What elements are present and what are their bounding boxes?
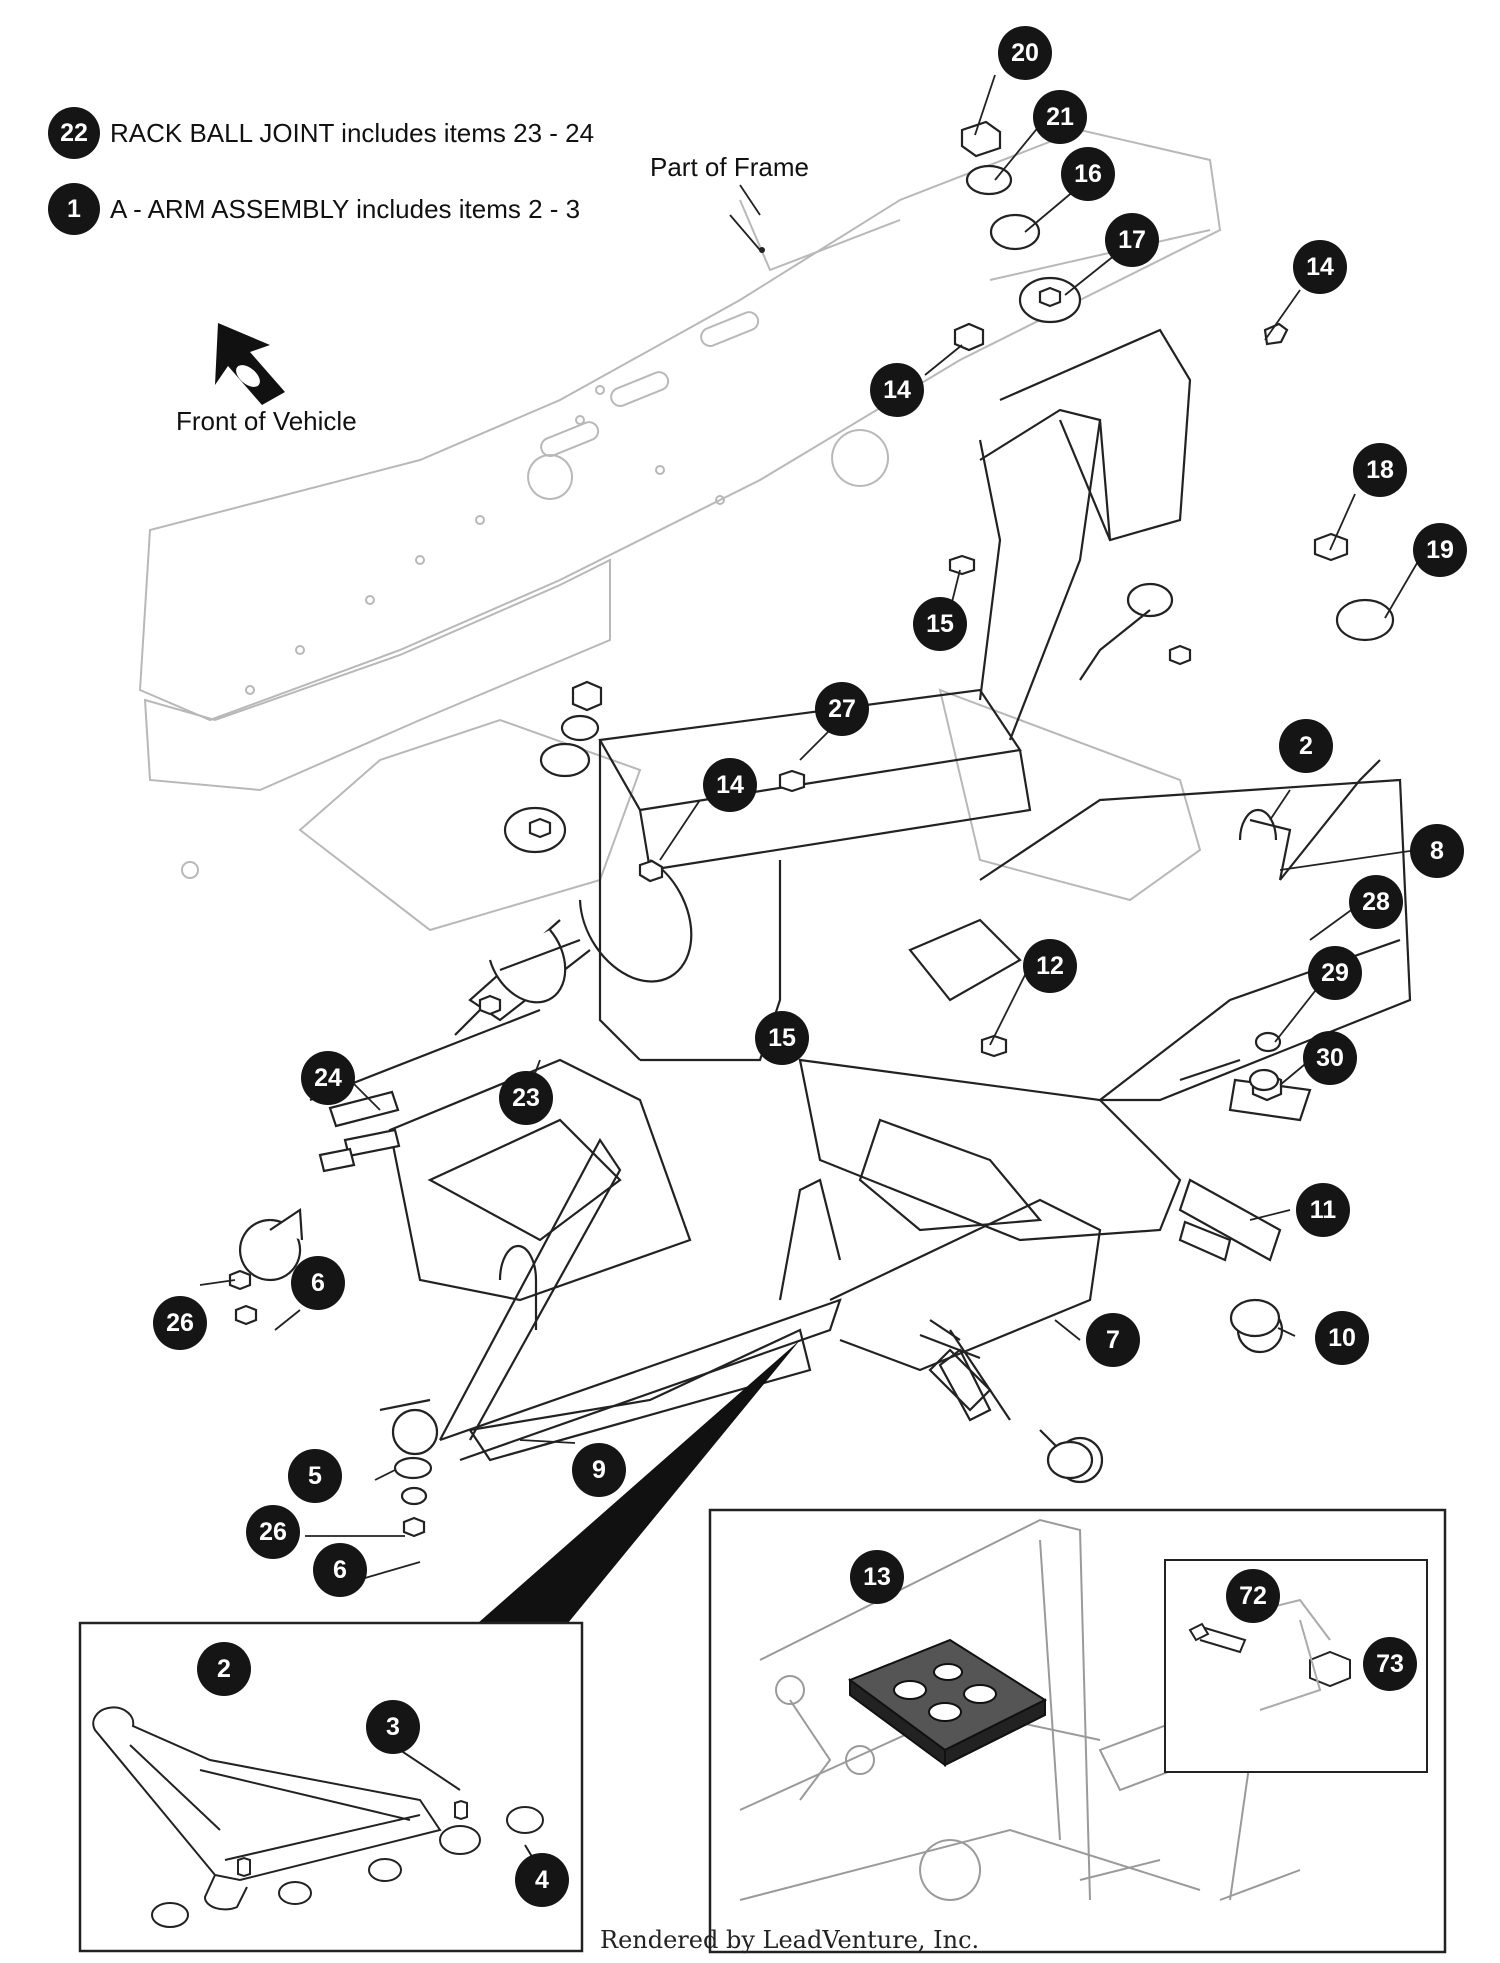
callout-28: 28 xyxy=(1349,875,1403,929)
svg-text:6: 6 xyxy=(333,1556,347,1584)
callout-24: 24 xyxy=(301,1051,355,1105)
svg-text:28: 28 xyxy=(1362,888,1390,916)
callout-10: 10 xyxy=(1315,1311,1369,1365)
callout-14a: 14 xyxy=(1293,240,1347,294)
battery-tray xyxy=(847,1638,1048,1767)
callout-17: 17 xyxy=(1105,213,1159,267)
svg-text:14: 14 xyxy=(716,771,744,799)
callout-21: 21 xyxy=(1033,90,1087,144)
hardware-parts xyxy=(228,120,1395,1538)
callout-15a: 15 xyxy=(913,597,967,651)
svg-text:12: 12 xyxy=(1036,952,1064,980)
callout-14c: 14 xyxy=(703,758,757,812)
svg-text:20: 20 xyxy=(1011,39,1039,67)
svg-text:16: 16 xyxy=(1074,160,1102,188)
svg-text:5: 5 xyxy=(308,1462,322,1490)
svg-text:2: 2 xyxy=(217,1655,231,1683)
callout-11: 11 xyxy=(1296,1183,1350,1237)
svg-text:8: 8 xyxy=(1430,837,1444,865)
callout-26b: 26 xyxy=(246,1505,300,1559)
front-of-vehicle-label: Front of Vehicle xyxy=(176,406,357,436)
callout-18: 18 xyxy=(1353,443,1407,497)
svg-text:10: 10 xyxy=(1328,1324,1356,1352)
callout-9: 9 xyxy=(572,1443,626,1497)
callout-23: 23 xyxy=(499,1071,553,1125)
svg-text:26: 26 xyxy=(166,1309,194,1337)
callout-30: 30 xyxy=(1303,1031,1357,1085)
callout-3: 3 xyxy=(366,1700,420,1754)
svg-text:4: 4 xyxy=(535,1866,549,1894)
callout-20: 20 xyxy=(998,26,1052,80)
svg-text:18: 18 xyxy=(1366,456,1394,484)
legend-text: A - ARM ASSEMBLY includes items 2 - 3 xyxy=(110,193,581,224)
callout-14b: 14 xyxy=(870,363,924,417)
svg-text:15: 15 xyxy=(768,1024,796,1052)
svg-text:29: 29 xyxy=(1321,959,1349,987)
callout-6b: 6 xyxy=(313,1543,367,1597)
front-arrow-icon xyxy=(215,323,285,405)
svg-text:17: 17 xyxy=(1118,226,1146,254)
svg-text:72: 72 xyxy=(1239,1582,1267,1610)
svg-text:24: 24 xyxy=(314,1064,342,1092)
svg-text:23: 23 xyxy=(512,1084,540,1112)
callout-5: 5 xyxy=(288,1449,342,1503)
svg-text:9: 9 xyxy=(592,1456,606,1484)
svg-text:6: 6 xyxy=(311,1269,325,1297)
callout-19: 19 xyxy=(1413,523,1467,577)
callout-29: 29 xyxy=(1308,946,1362,1000)
callout-2-inset: 2 xyxy=(197,1642,251,1696)
callout-7: 7 xyxy=(1086,1313,1140,1367)
callout-72: 72 xyxy=(1226,1569,1280,1623)
svg-text:2: 2 xyxy=(1299,732,1313,760)
callout-4: 4 xyxy=(515,1853,569,1907)
legend-text: RACK BALL JOINT includes items 23 - 24 xyxy=(110,117,595,148)
svg-text:21: 21 xyxy=(1046,103,1074,131)
inset-a-arm xyxy=(78,1621,584,1953)
callout-badges: 20 21 16 17 14 14 18 19 15 27 14 2 8 28 … xyxy=(153,26,1467,1907)
callout-8: 8 xyxy=(1410,824,1464,878)
svg-text:11: 11 xyxy=(1310,1196,1337,1224)
legend-badge: 1 xyxy=(48,183,100,235)
svg-text:19: 19 xyxy=(1426,536,1454,564)
callout-16: 16 xyxy=(1061,147,1115,201)
part-of-frame-label: Part of Frame xyxy=(650,152,809,182)
callout-26a: 26 xyxy=(153,1296,207,1350)
callout-12: 12 xyxy=(1023,939,1077,993)
svg-text:14: 14 xyxy=(1306,253,1334,281)
callout-2: 2 xyxy=(1279,719,1333,773)
leader-lines xyxy=(199,74,1421,1579)
frame-outline xyxy=(138,128,1222,932)
svg-text:13: 13 xyxy=(863,1563,891,1591)
svg-text:26: 26 xyxy=(259,1518,287,1546)
svg-text:30: 30 xyxy=(1316,1044,1344,1072)
footer-credit: Rendered by LeadVenture, Inc. xyxy=(600,1926,980,1954)
svg-text:3: 3 xyxy=(386,1713,400,1741)
legend-rack-ball-joint: 22 RACK BALL JOINT includes items 23 - 2… xyxy=(48,107,594,159)
callout-6a: 6 xyxy=(291,1256,345,1310)
callout-27: 27 xyxy=(815,682,869,736)
legend-a-arm-assembly: 1 A - ARM ASSEMBLY includes items 2 - 3 xyxy=(48,183,580,235)
callout-15b: 15 xyxy=(755,1011,809,1065)
callout-73: 73 xyxy=(1363,1637,1417,1691)
svg-text:73: 73 xyxy=(1376,1650,1404,1678)
legend-badge: 22 xyxy=(48,107,100,159)
part-of-frame-leader xyxy=(729,214,761,251)
callout-13: 13 xyxy=(850,1550,904,1604)
svg-text:15: 15 xyxy=(926,610,954,638)
svg-text:14: 14 xyxy=(883,376,911,404)
svg-text:27: 27 xyxy=(828,695,856,723)
svg-text:7: 7 xyxy=(1106,1326,1120,1354)
